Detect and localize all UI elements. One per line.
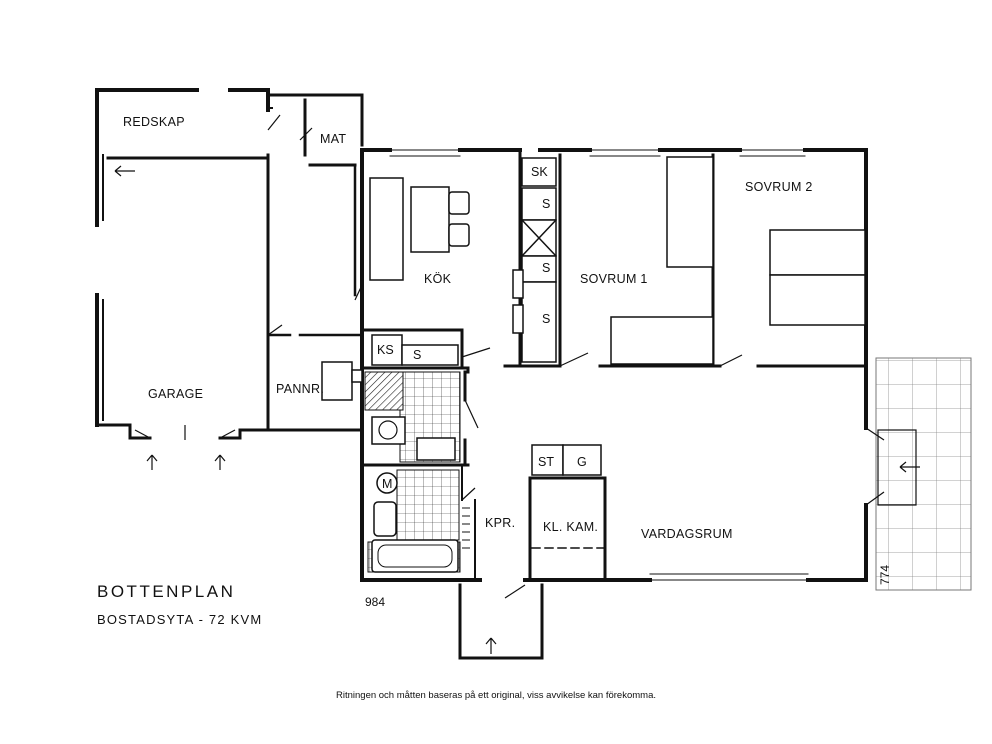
plan-title: BOTTENPLAN [97,582,236,601]
fixture-label-m: M [382,477,392,491]
arrow-icon [114,165,135,177]
room-label-kok: KÖK [424,272,452,286]
walls [95,88,868,660]
fixture-labels: SK S S S KS S ST G M [377,165,587,491]
arrow-icon [485,637,497,654]
fixture-label-s4: S [413,348,421,362]
arrow-icon [899,461,920,473]
plan-area: BOSTADSYTA - 72 KVM [97,612,263,627]
disclaimer: Ritningen och måtten baseras på ett orig… [336,690,656,701]
room-label-klkam: KL. KAM. [543,520,598,534]
room-label-sovrum2: SOVRUM 2 [745,180,813,194]
furniture [321,156,866,476]
room-label-redskap: REDSKAP [123,115,185,129]
fixture-label-sk: SK [531,165,548,179]
room-label-pannr: PANNR. [276,382,324,396]
room-label-sovrum1: SOVRUM 1 [580,272,648,286]
dimension-width: 984 [365,595,385,609]
entry-arrows [114,165,920,654]
patio [875,357,972,591]
fixture-label-s3: S [542,312,550,326]
fixture-label-g: G [577,455,587,469]
room-label-garage: GARAGE [148,387,203,401]
dimension-depth: 774 [878,565,892,585]
room-label-kpr: KPR. [485,516,515,530]
doors [134,114,885,599]
fixture-label-s2: S [542,261,550,275]
fixture-label-ks: KS [377,343,394,357]
room-label-vardagsrum: VARDAGSRUM [641,527,733,541]
arrow-icon [146,454,158,470]
room-label-mat: MAT [320,132,346,146]
fixture-label-st: ST [538,455,554,469]
room-labels: REDSKAP MAT GARAGE PANNR. KÖK SOVRUM 1 S… [123,115,813,541]
wet-rooms [364,371,470,573]
fixture-label-s1: S [542,197,550,211]
arrow-icon [214,454,226,470]
